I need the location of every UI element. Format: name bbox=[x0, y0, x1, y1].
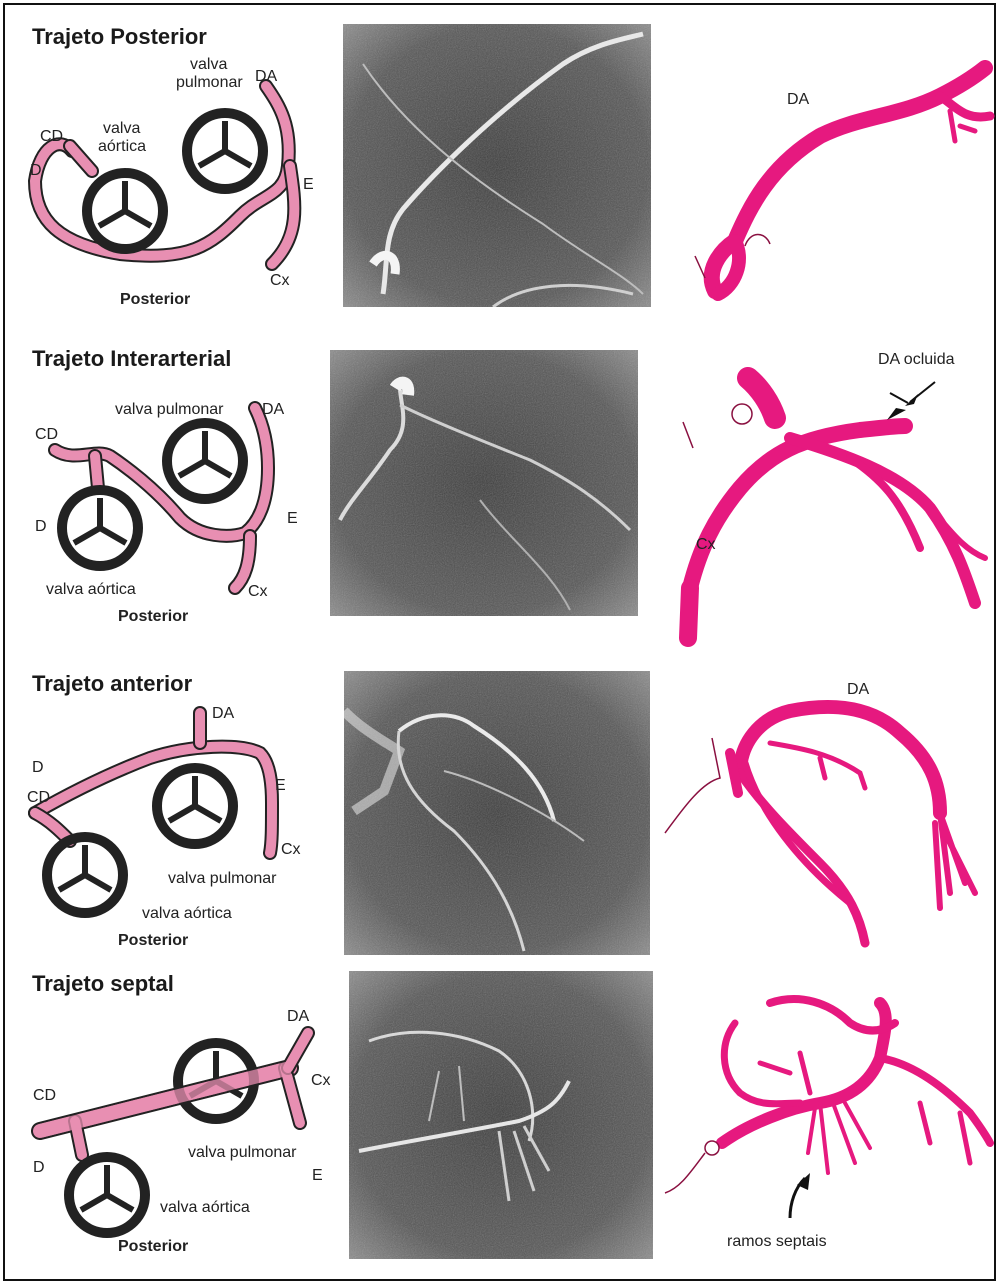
panel-trajeto-interarterial: Trajeto Interarterial valva pulmonar DA … bbox=[0, 338, 1001, 656]
valva-aortica-label: valva aórtica bbox=[142, 905, 232, 923]
e-label: E bbox=[312, 1167, 323, 1185]
tracing-da-label: DA bbox=[787, 91, 809, 109]
valva-pulmonar-label: valva pulmonar bbox=[188, 1144, 297, 1162]
cd-label: CD bbox=[33, 1087, 56, 1105]
tracing-da-label: DA bbox=[847, 681, 869, 699]
posterior-label: Posterior bbox=[120, 291, 190, 309]
e-label: E bbox=[275, 777, 286, 795]
panel-trajeto-anterior: Trajeto anterior DA D CD E Cx valva pulm… bbox=[0, 663, 1001, 981]
d-label: D bbox=[32, 759, 44, 777]
panel-trajeto-septal: Trajeto septal DA CD Cx D valva pulmonar… bbox=[0, 963, 1001, 1281]
da-label: DA bbox=[212, 705, 234, 723]
tracing-cx-label: Cx bbox=[696, 536, 716, 554]
da-label: DA bbox=[287, 1008, 309, 1026]
angiogram-image bbox=[349, 971, 653, 1259]
cx-label: Cx bbox=[270, 272, 290, 290]
valva-pulmonar-label-2: pulmonar bbox=[176, 74, 243, 92]
angiogram-image bbox=[330, 350, 638, 616]
posterior-label: Posterior bbox=[118, 1238, 188, 1256]
d-label: D bbox=[35, 518, 47, 536]
d-label: D bbox=[30, 162, 42, 180]
schematic-diagram bbox=[0, 963, 330, 1283]
valva-aortica-label: valva aórtica bbox=[46, 581, 136, 599]
valva-aortica-label: valva bbox=[103, 120, 140, 138]
e-label: E bbox=[303, 176, 314, 194]
d-label: D bbox=[33, 1159, 45, 1177]
posterior-label: Posterior bbox=[118, 608, 188, 626]
cd-label: CD bbox=[27, 789, 50, 807]
e-label: E bbox=[287, 510, 298, 528]
tracing-ramos-septais-label: ramos septais bbox=[727, 1233, 827, 1251]
valva-aortica-label-2: aórtica bbox=[98, 138, 146, 156]
posterior-label: Posterior bbox=[118, 932, 188, 950]
valva-aortica-label: valva aórtica bbox=[160, 1199, 250, 1217]
cd-label: CD bbox=[35, 426, 58, 444]
angiogram-image bbox=[344, 671, 650, 955]
cx-label: Cx bbox=[281, 841, 301, 859]
schematic-diagram bbox=[0, 16, 330, 316]
tracing-da-ocluida-label: DA ocluida bbox=[878, 351, 955, 369]
cx-label: Cx bbox=[248, 583, 268, 601]
cd-label: CD bbox=[40, 128, 63, 146]
valva-pulmonar-label: valva pulmonar bbox=[115, 401, 224, 419]
da-label: DA bbox=[262, 401, 284, 419]
panel-trajeto-posterior: Trajeto Posterior valva pulmonar valva a… bbox=[0, 16, 1001, 334]
valva-pulmonar-label: valva bbox=[190, 56, 227, 74]
cx-label: Cx bbox=[311, 1072, 331, 1090]
da-label: DA bbox=[255, 68, 277, 86]
angiogram-image bbox=[343, 24, 651, 307]
valva-pulmonar-label: valva pulmonar bbox=[168, 870, 277, 888]
